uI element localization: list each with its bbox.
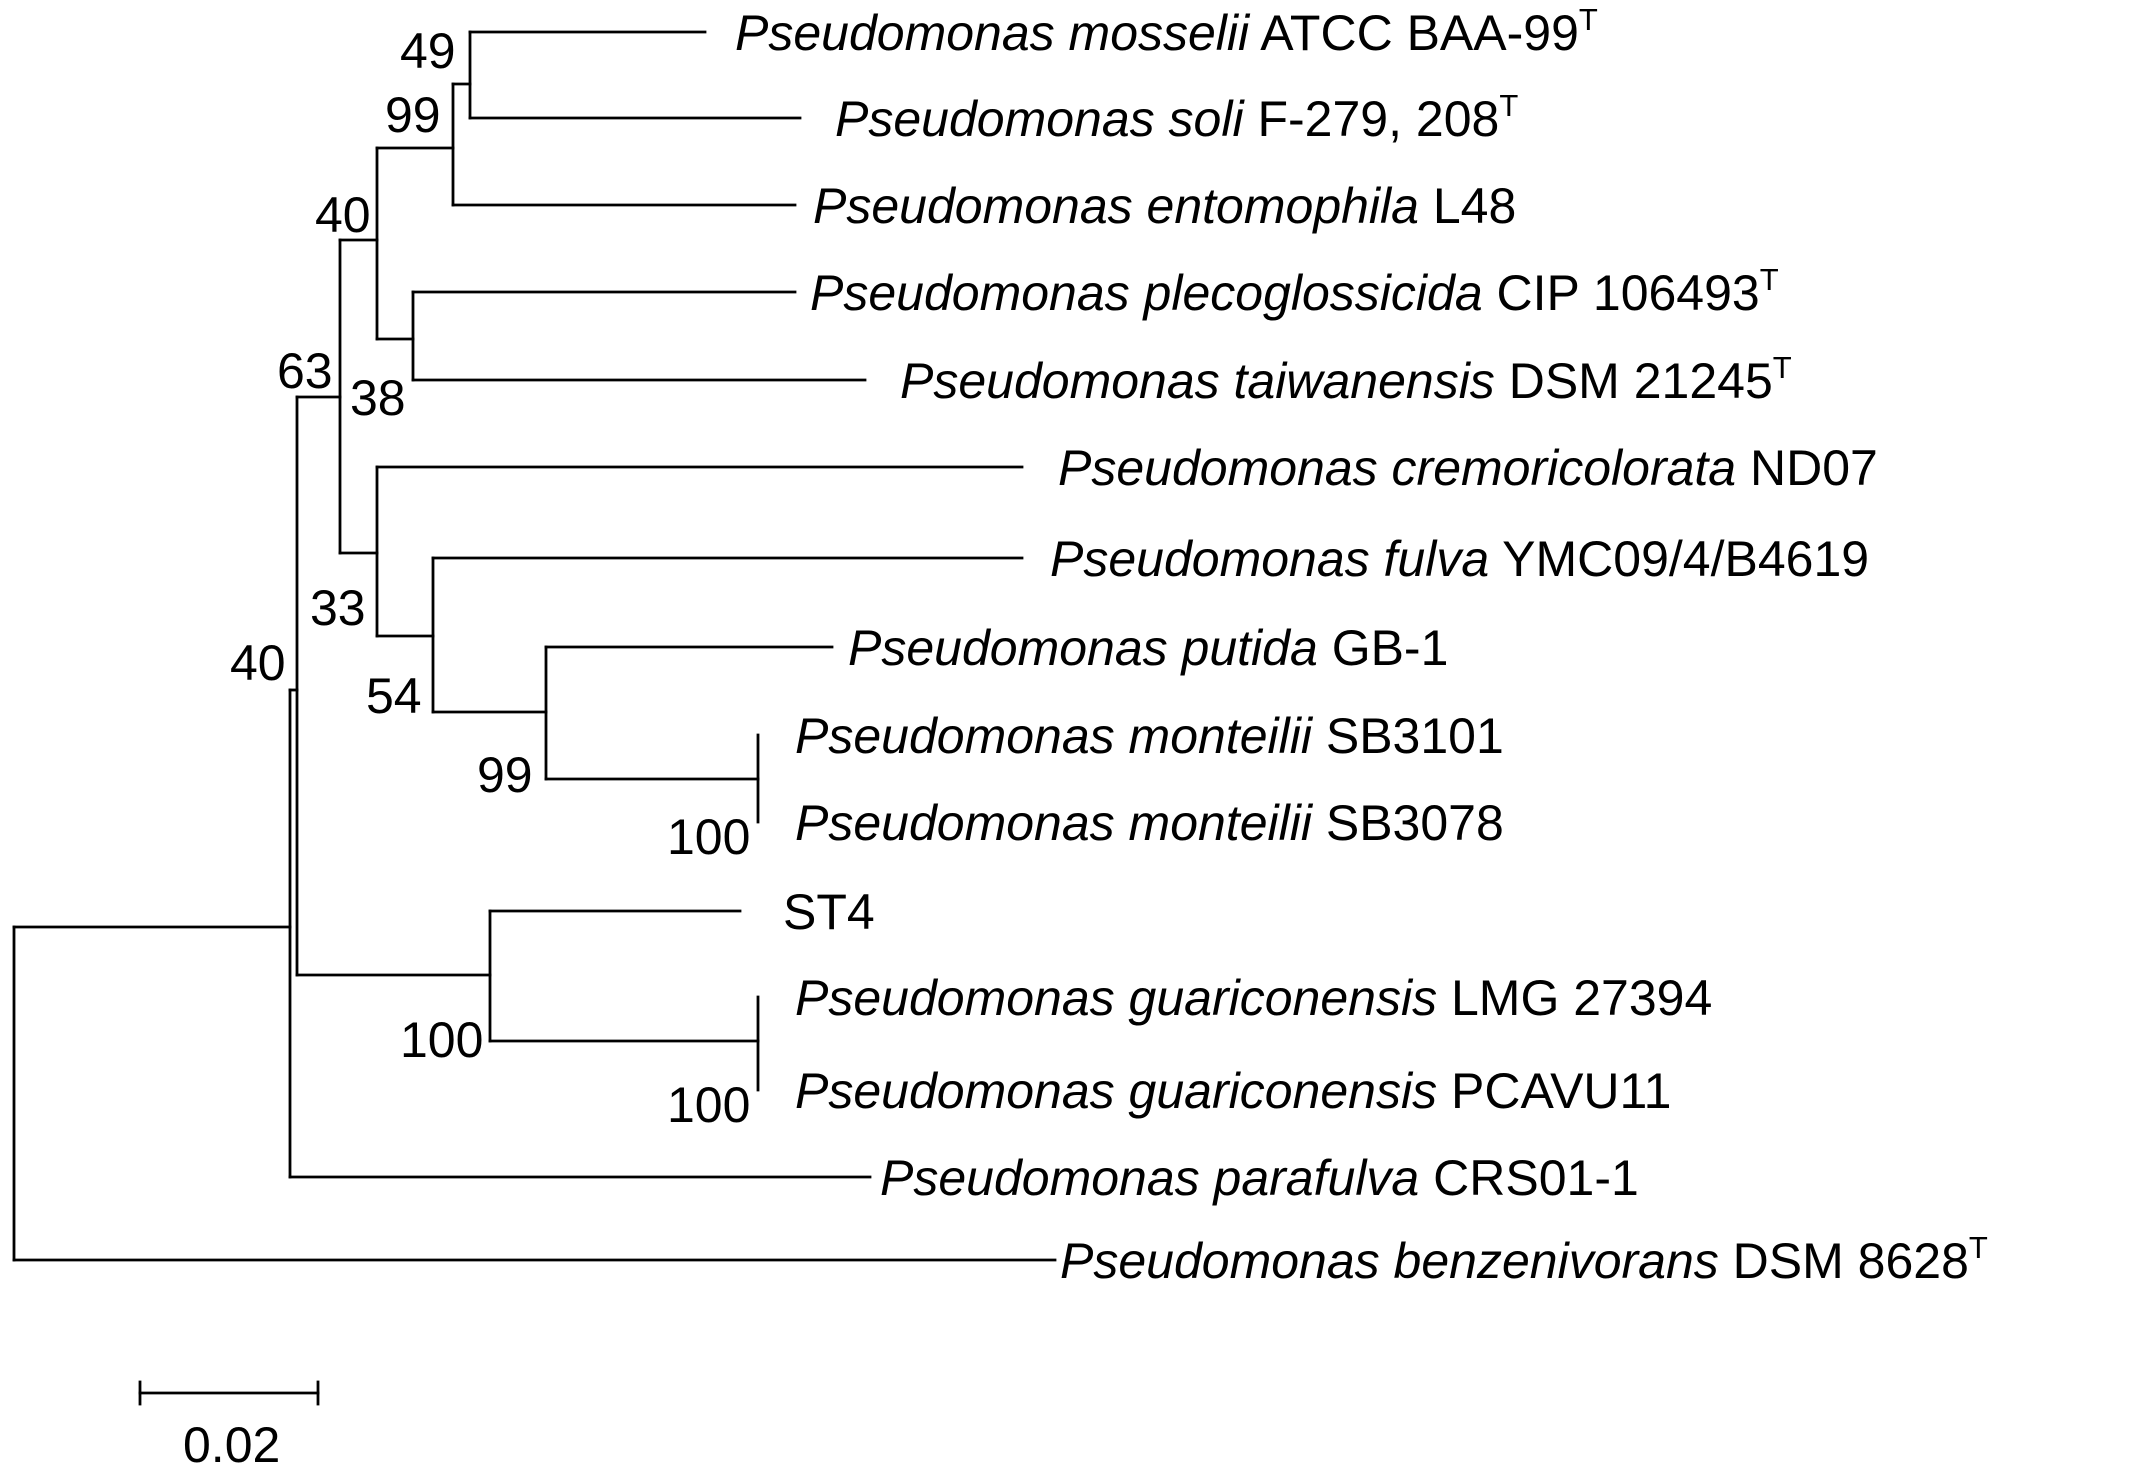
taxon-plecoglossicida: Pseudomonas plecoglossicida CIP 106493T bbox=[810, 262, 1779, 321]
taxon-taiwanensis: Pseudomonas taiwanensis DSM 21245T bbox=[900, 350, 1792, 409]
taxon-soli: Pseudomonas soli F-279, 208T bbox=[835, 88, 1518, 147]
taxon-guariconensis-1: Pseudomonas guariconensis LMG 27394 bbox=[795, 970, 1712, 1026]
taxon-putida: Pseudomonas putida GB-1 bbox=[848, 620, 1448, 676]
taxon-st4: ST4 bbox=[783, 884, 875, 940]
taxon-parafulva: Pseudomonas parafulva CRS01-1 bbox=[880, 1150, 1639, 1206]
scale-bar: 0.02 bbox=[138, 1380, 320, 1473]
bootstrap-values: 49 99 40 38 63 33 54 99 100 100 100 40 bbox=[230, 23, 750, 1133]
taxon-entomophila: Pseudomonas entomophila L48 bbox=[813, 178, 1516, 234]
bootstrap-33: 33 bbox=[310, 580, 366, 636]
taxon-labels: Pseudomonas mosselii ATCC BAA-99T Pseudo… bbox=[735, 2, 1988, 1289]
bootstrap-63: 63 bbox=[277, 343, 333, 399]
taxon-guariconensis-2: Pseudomonas guariconensis PCAVU11 bbox=[795, 1063, 1671, 1119]
bootstrap-99-top: 99 bbox=[385, 87, 441, 143]
bootstrap-54: 54 bbox=[366, 668, 422, 724]
bootstrap-38: 38 bbox=[350, 370, 406, 426]
taxon-monteilii-1: Pseudomonas monteilii SB3101 bbox=[795, 708, 1504, 764]
bootstrap-100-monteilii: 100 bbox=[667, 809, 750, 865]
taxon-monteilii-2: Pseudomonas monteilii SB3078 bbox=[795, 795, 1504, 851]
taxon-benzenivorans: Pseudomonas benzenivorans DSM 8628T bbox=[1060, 1230, 1988, 1289]
bootstrap-40-top: 40 bbox=[315, 187, 371, 243]
taxon-cremoricolorata: Pseudomonas cremoricolorata ND07 bbox=[1058, 440, 1878, 496]
tree-branches bbox=[12, 30, 1057, 1262]
bootstrap-99-putida: 99 bbox=[477, 747, 533, 803]
scale-bar-label: 0.02 bbox=[183, 1417, 280, 1473]
bootstrap-100-guariconensis: 100 bbox=[667, 1077, 750, 1133]
bootstrap-49: 49 bbox=[400, 23, 456, 79]
bootstrap-40-ingroup: 40 bbox=[230, 635, 286, 691]
taxon-fulva: Pseudomonas fulva YMC09/4/B4619 bbox=[1050, 531, 1869, 587]
bootstrap-100-st4: 100 bbox=[400, 1012, 483, 1068]
taxon-mosselii: Pseudomonas mosselii ATCC BAA-99T bbox=[735, 2, 1598, 61]
